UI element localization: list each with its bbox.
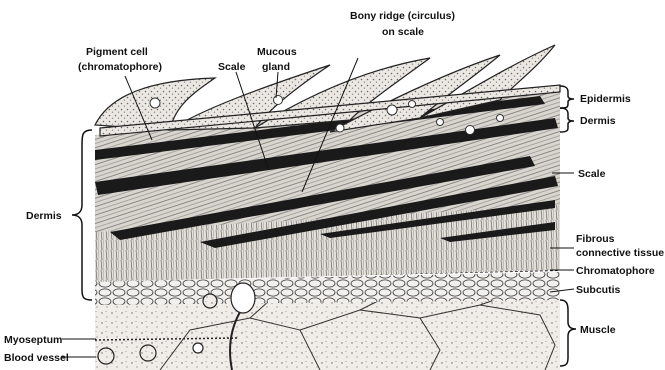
- label-pigment-cell-2: (chromatophore): [78, 61, 162, 73]
- label-epidermis: Epidermis: [580, 93, 631, 105]
- label-subcutis: Subcutis: [576, 284, 620, 296]
- label-fibrous: Fibrous: [576, 233, 615, 245]
- label-muscle: Muscle: [580, 324, 616, 336]
- label-scale-top: Scale: [218, 61, 246, 73]
- dermis-left-brace: [72, 130, 92, 300]
- label-scale-right: Scale: [578, 168, 606, 180]
- label-mucous-gland: Mucous: [257, 46, 297, 58]
- muscle-layer: [95, 300, 560, 370]
- label-mucous-gland-2: gland: [262, 61, 290, 73]
- label-myoseptum: Myoseptum: [4, 334, 62, 346]
- muscle-brace: [560, 300, 576, 366]
- label-pigment-cell: Pigment cell: [86, 46, 148, 58]
- label-fibrous-2: connective tissue: [576, 247, 664, 259]
- label-dermis-left: Dermis: [26, 210, 62, 222]
- label-dermis-right: Dermis: [580, 115, 616, 127]
- dermis-right-brace: [560, 108, 574, 132]
- label-chromatophore: Chromatophore: [576, 265, 655, 277]
- label-bony-ridge-2: on scale: [382, 26, 424, 38]
- label-bony-ridge: Bony ridge (circulus): [350, 10, 455, 22]
- label-blood-vessel: Blood vessel: [4, 352, 69, 364]
- epidermis-brace: [560, 86, 574, 108]
